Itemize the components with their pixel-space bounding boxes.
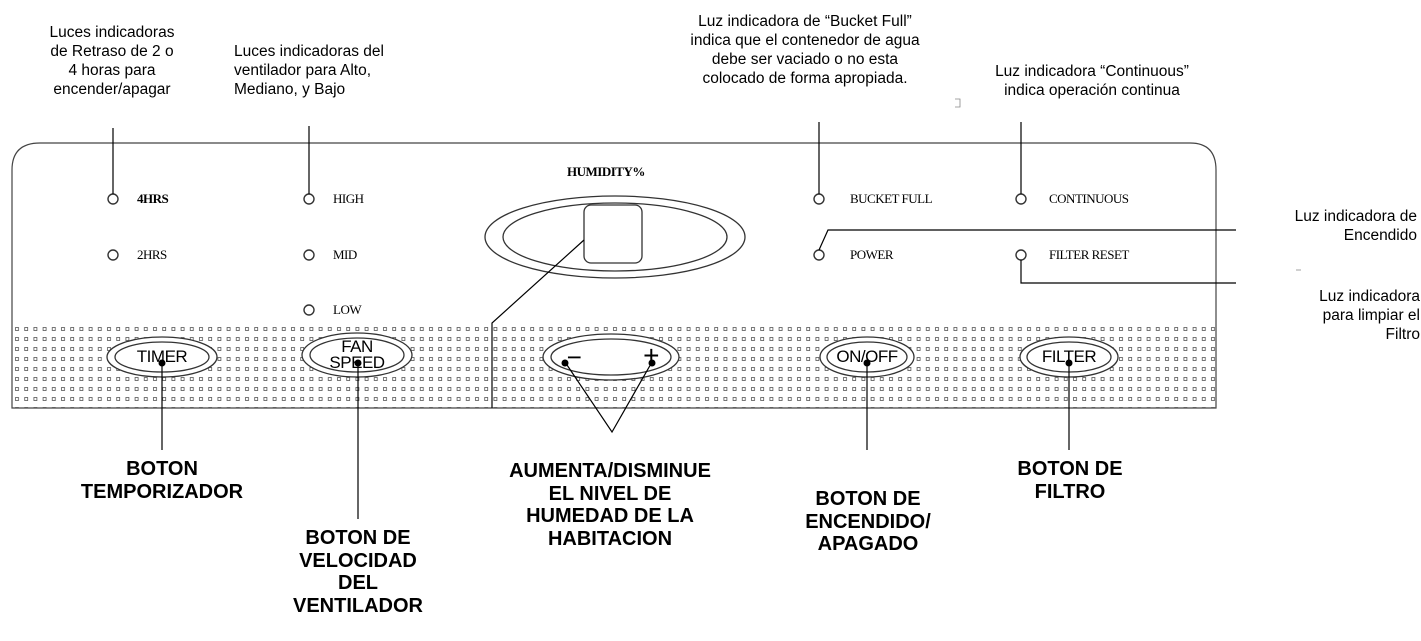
led-bucket-full	[813, 193, 825, 205]
label-4hrs: 4HRS	[137, 191, 169, 206]
fan-speed-button[interactable]	[301, 332, 413, 378]
minus-icon[interactable]: −	[566, 342, 582, 372]
power-light-annotation: Luz indicadora de Encendido	[1294, 208, 1417, 244]
led-power	[813, 249, 825, 261]
label-low: LOW	[333, 302, 362, 317]
label-bucket-full: BUCKET FULL	[850, 191, 933, 206]
led-4hrs	[107, 193, 119, 205]
leader-lines	[112, 122, 1236, 519]
fan-lights-annotation: Luces indicadoras del ventilador para Al…	[234, 43, 384, 98]
label-power: POWER	[850, 247, 894, 262]
bucket-full-annotation: Luz indicadora de “Bucket Full” indica q…	[690, 13, 920, 87]
led-high	[303, 193, 315, 205]
timer-button-label: TIMER	[136, 347, 188, 366]
led-2hrs	[107, 249, 119, 261]
fan-speed-button-label: FAN SPEED	[329, 337, 385, 372]
humidity-label: HUMIDITY%	[567, 164, 645, 179]
delay-lights-annotation: Luces indicadoras de Retraso de 2 o 4 ho…	[49, 24, 175, 98]
led-filter-reset	[1015, 249, 1027, 261]
on-off-button-label: ON/OFF	[836, 347, 898, 366]
continuous-annotation: Luz indicadora “Continuous” indica opera…	[995, 63, 1189, 99]
led-low	[303, 304, 315, 316]
filter-light-annotation: Luz indicadora para limpiar el Filtro	[1319, 288, 1420, 343]
filter-caption: BOTON DE FILTRO	[1017, 458, 1123, 503]
humidity-caption: AUMENTA/DISMINUE EL NIVEL DE HUMEDAD DE …	[509, 460, 711, 550]
label-mid: MID	[333, 247, 357, 262]
label-2hrs: 2HRS	[137, 247, 167, 262]
plus-icon[interactable]: +	[643, 340, 659, 371]
humidity-display	[484, 195, 746, 279]
label-high: HIGH	[333, 191, 364, 206]
humidity-adjust-button[interactable]	[542, 333, 680, 381]
label-filter-reset: FILTER RESET	[1049, 247, 1129, 262]
led-continuous	[1015, 193, 1027, 205]
timer-caption: BOTON TEMPORIZADOR	[80, 458, 244, 503]
fan-speed-caption: BOTON DE VELOCIDAD DEL VENTILADOR	[293, 527, 423, 617]
label-continuous: CONTINUOUS	[1049, 191, 1129, 206]
filter-button-label: FILTER	[1041, 347, 1097, 366]
led-mid	[303, 249, 315, 261]
power-caption: BOTON DE ENCENDIDO/ APAGADO	[805, 488, 931, 555]
panel-outline	[11, 142, 1217, 409]
